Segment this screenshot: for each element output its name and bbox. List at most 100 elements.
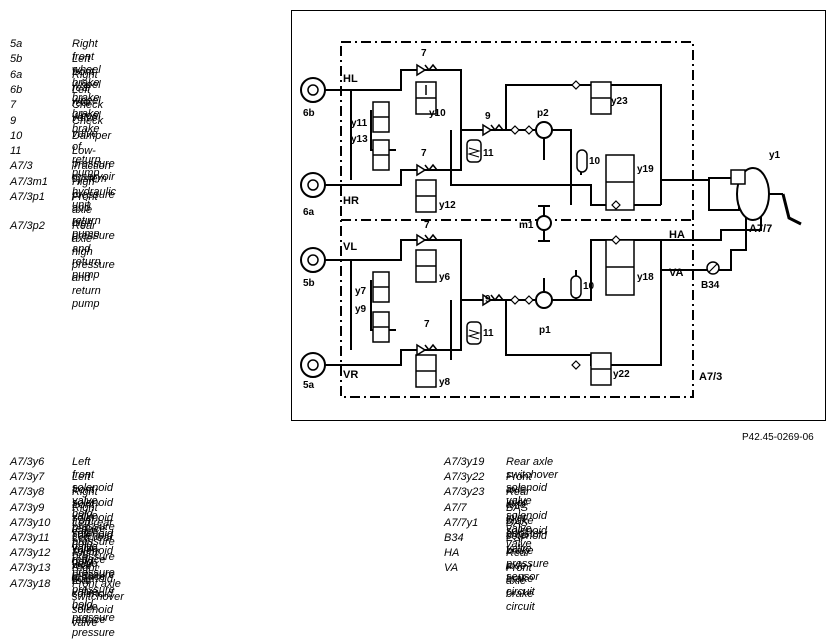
wheel-brake-6b-icon — [300, 77, 326, 103]
label-7: 7 — [424, 220, 430, 231]
fitting-icon — [611, 235, 621, 245]
valve-y11-icon — [372, 101, 390, 133]
legend-code: A7/3y10 — [10, 516, 51, 529]
wheel-brake-5b-icon — [300, 247, 326, 273]
legend-code: A7/3y6 — [10, 456, 45, 468]
label-y7: y7 — [355, 286, 367, 297]
label-b34: B34 — [701, 280, 720, 291]
legend-description: Low-pressure reservoir — [72, 145, 115, 184]
legend-code: 11 — [10, 145, 22, 158]
legend-code: A7/3y9 — [10, 501, 45, 514]
wheel-brake-5a-icon — [300, 352, 326, 378]
legend-description: Rear axle inlet solenoid valve — [506, 486, 547, 551]
legend-code: A7/3p1 — [10, 191, 45, 203]
legend-code: 6a — [10, 68, 23, 81]
damper-10-icon — [570, 275, 582, 299]
legend-code: 10 — [10, 129, 23, 142]
legend-description: Left front wheel brake — [72, 53, 101, 105]
label-p1: p1 — [539, 325, 551, 336]
fitting-icon — [524, 125, 534, 135]
reservoir-11-icon — [466, 139, 482, 163]
valve-y10-icon — [415, 81, 437, 115]
label-9: 9 — [485, 111, 491, 122]
label-vl: VL — [343, 241, 357, 253]
hydraulic-diagram: HL HR VL VR HA VA A7/3 A7/7 B34 y1 6b 6a… — [291, 10, 826, 421]
label-y13: y13 — [351, 134, 368, 145]
label-a73: A7/3 — [699, 371, 722, 383]
legend-description: Rear axle high pressure and return pump — [72, 219, 115, 310]
legend-description: BAS brake booster — [506, 501, 543, 540]
pressure-sensor-b34-icon — [706, 261, 720, 275]
label-hl: HL — [343, 73, 358, 85]
fitting-icon — [571, 360, 581, 370]
label-y10: y10 — [429, 108, 446, 119]
label-ha: HA — [669, 229, 685, 241]
label-y8: y8 — [439, 377, 451, 388]
legend-code: A7/3 — [10, 160, 33, 173]
valve-y22-icon — [590, 352, 612, 386]
label-6b: 6b — [303, 108, 315, 119]
check-valve-7-icon — [416, 63, 438, 77]
legend-code: A7/3y11 — [10, 532, 50, 544]
label-y6: y6 — [439, 272, 451, 283]
check-valve-7-icon — [416, 233, 438, 247]
legend-description: Right front wheel brake — [72, 38, 101, 89]
pump-p1-icon — [535, 278, 553, 309]
valve-y8-icon — [415, 354, 437, 388]
label-hr: HR — [343, 195, 359, 207]
label-a77: A7/7 — [749, 223, 772, 235]
label-y11: y11 — [351, 118, 368, 129]
label-10: 10 — [583, 281, 595, 292]
legend-code: A7/3y8 — [10, 486, 45, 499]
legend-description: BAS solenoid valve — [506, 516, 547, 555]
legend-code: A7/3y22 — [444, 471, 485, 484]
label-7: 7 — [421, 48, 427, 59]
legend-description: Front axle high pressure and return pump — [72, 191, 115, 281]
check-valve-9-icon — [482, 293, 504, 307]
legend-code: HA — [444, 547, 460, 560]
fitting-icon — [571, 80, 581, 90]
valve-y12-icon — [415, 179, 437, 213]
label-y9: y9 — [355, 304, 367, 315]
legend-description: Right front solenoid valve, hold pressur… — [72, 486, 115, 564]
label-y23: y23 — [611, 96, 628, 107]
legend-description: High-pressure and return pump — [72, 175, 115, 240]
label-vr: VR — [343, 369, 358, 381]
fitting-icon — [524, 295, 534, 305]
legend-description: Rear axle brake circuit — [506, 547, 535, 599]
legend-description: Left front solenoid valve, reduce pressu… — [72, 471, 115, 549]
label-9: 9 — [485, 294, 491, 305]
legend-code: A7/3m1 — [10, 175, 48, 188]
label-11: 11 — [483, 148, 494, 159]
legend-code: A7/3y23 — [444, 486, 485, 499]
legend-description: Left front solenoid valve, hold pressure — [72, 456, 115, 533]
legend-code: B34 — [444, 532, 464, 544]
motor-m1-icon — [536, 205, 552, 242]
label-m1: m1 — [519, 220, 534, 231]
fitting-icon — [611, 200, 621, 210]
legend-code: A7/3y19 — [444, 456, 485, 468]
legend-description: Right rear wheel brake — [72, 68, 101, 120]
bas-brake-booster-icon — [708, 167, 802, 226]
label-y22: y22 — [613, 369, 630, 380]
damper-10-icon — [576, 149, 588, 173]
valve-y6-icon — [415, 249, 437, 283]
valve-y13-icon — [372, 139, 390, 171]
valve-y18-icon — [605, 239, 635, 296]
bas-solenoid-valve-icon — [730, 169, 746, 185]
legend-description: Traction system hydraulic unit — [72, 160, 117, 212]
legend-description: Check valve of return pump — [72, 114, 104, 179]
fitting-icon — [510, 295, 520, 305]
legend-description: Front axle brake circuit — [506, 562, 535, 614]
legend-description: Front axle inlet solenoid valve — [506, 471, 547, 536]
pump-p2-icon — [535, 121, 553, 160]
label-y18: y18 — [637, 272, 654, 283]
legend-code: VA — [444, 562, 459, 575]
label-y1: y1 — [769, 150, 781, 161]
legend-description: ESP brake pressure sensor — [506, 532, 549, 583]
legend-code: A7/3y12 — [10, 547, 51, 560]
legend-description: Left rear solenoid valve, hold pressure — [72, 516, 115, 581]
hydraulic-unit-boundary — [340, 41, 694, 398]
legend-description: Damper — [72, 129, 112, 142]
reservoir-11-icon — [466, 321, 482, 345]
